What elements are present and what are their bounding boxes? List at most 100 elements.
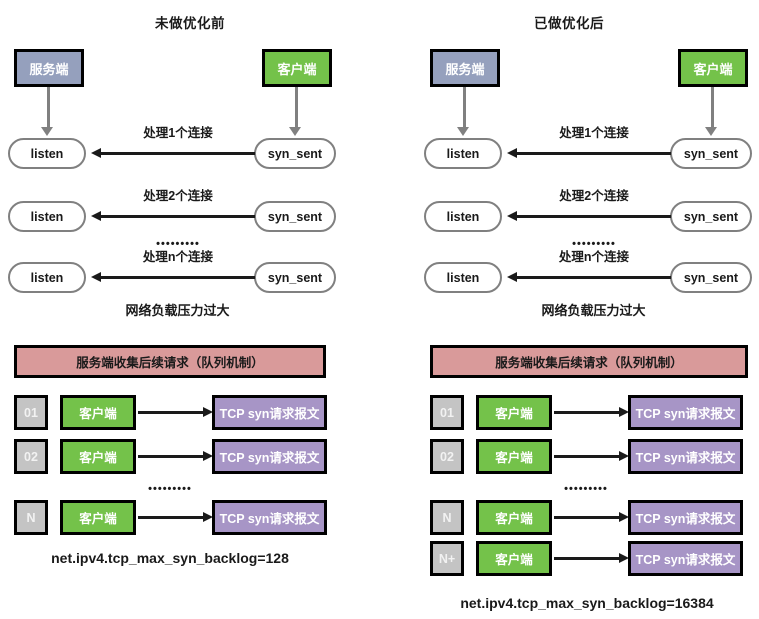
listen-pill-label: listen bbox=[446, 270, 480, 285]
queue-packet-label: TCP syn请求报文 bbox=[635, 451, 736, 465]
queue-packet-label: TCP syn请求报文 bbox=[219, 451, 320, 465]
flow-arrowhead-row2 bbox=[91, 210, 101, 221]
queue-line-row2 bbox=[554, 455, 620, 458]
queue-arrowhead-row3 bbox=[619, 511, 629, 522]
listen-pill-row3: listen bbox=[424, 262, 502, 293]
queue-client-row1: 客户端 bbox=[60, 395, 136, 430]
queue-ellipsis-before: ••••••••• bbox=[148, 483, 192, 495]
queue-ellipsis-after: ••••••••• bbox=[564, 483, 608, 495]
queue-packet-label: TCP syn请求报文 bbox=[635, 553, 736, 567]
queue-packet-row2: TCP syn请求报文 bbox=[212, 439, 327, 474]
queue-packet-row3: TCP syn请求报文 bbox=[628, 500, 743, 535]
listen-pill-row3: listen bbox=[8, 262, 86, 293]
flow-arrowhead-row1 bbox=[507, 147, 517, 158]
queue-line-row1 bbox=[138, 411, 204, 414]
synsent-pill-row1: syn_sent bbox=[254, 138, 336, 169]
synsent-pill-label: syn_sent bbox=[267, 270, 323, 285]
synsent-pill-row2: syn_sent bbox=[670, 201, 752, 232]
queue-arrowhead-row2 bbox=[203, 450, 213, 461]
queue-client-label: 客户端 bbox=[79, 407, 117, 421]
server-to-listen-arrowhead bbox=[457, 127, 469, 136]
queue-index-row4: N+ bbox=[430, 541, 464, 576]
queue-line-row3 bbox=[138, 516, 204, 519]
flow-label-row3: 处理n个连接 bbox=[558, 250, 630, 264]
flow-line-row2 bbox=[517, 215, 671, 218]
queue-packet-row4: TCP syn请求报文 bbox=[628, 541, 743, 576]
queue-index-label: 02 bbox=[24, 449, 38, 464]
client-to-synsent-line bbox=[295, 87, 298, 129]
server-to-listen-arrowhead bbox=[41, 127, 53, 136]
flow-arrowhead-row3 bbox=[507, 271, 517, 282]
flow-line-row1 bbox=[101, 152, 255, 155]
queue-client-row2: 客户端 bbox=[60, 439, 136, 474]
sysctl-value-after: net.ipv4.tcp_max_syn_backlog=16384 bbox=[460, 595, 714, 611]
queue-client-row2: 客户端 bbox=[476, 439, 552, 474]
flow-arrowhead-row3 bbox=[91, 271, 101, 282]
queue-banner-after: 服务端收集后续请求（队列机制） bbox=[430, 345, 748, 378]
flow-label-row1: 处理1个连接 bbox=[559, 126, 629, 140]
queue-packet-row1: TCP syn请求报文 bbox=[212, 395, 327, 430]
synsent-pill-label: syn_sent bbox=[683, 270, 739, 285]
client-box-label: 客户端 bbox=[693, 61, 733, 77]
queue-packet-row1: TCP syn请求报文 bbox=[628, 395, 743, 430]
server-box-after: 服务端 bbox=[430, 49, 500, 87]
queue-arrowhead-row3 bbox=[203, 511, 213, 522]
server-to-listen-line bbox=[47, 87, 50, 129]
synsent-pill-row3: syn_sent bbox=[670, 262, 752, 293]
flow-ellipsis-before: ••••••••• bbox=[156, 238, 200, 250]
listen-pill-label: listen bbox=[30, 270, 64, 285]
panel-title-after: 已做优化后 bbox=[534, 16, 604, 31]
queue-client-label: 客户端 bbox=[495, 451, 533, 465]
queue-index-label: N bbox=[26, 510, 36, 525]
queue-arrowhead-row2 bbox=[619, 450, 629, 461]
synsent-pill-label: syn_sent bbox=[683, 209, 739, 224]
server-box-label: 服务端 bbox=[29, 61, 69, 77]
synsent-pill-label: syn_sent bbox=[683, 146, 739, 161]
flow-line-row2 bbox=[101, 215, 255, 218]
queue-client-row3: 客户端 bbox=[60, 500, 136, 535]
queue-line-row4 bbox=[554, 557, 620, 560]
network-load-caption-after: 网络负载压力过大 bbox=[541, 303, 646, 318]
queue-client-label: 客户端 bbox=[495, 553, 533, 567]
queue-index-label: 01 bbox=[24, 405, 38, 420]
flow-label-row1: 处理1个连接 bbox=[143, 126, 213, 140]
queue-index-row2: 02 bbox=[430, 439, 464, 474]
listen-pill-row1: listen bbox=[8, 138, 86, 169]
queue-banner-label: 服务端收集后续请求（队列机制） bbox=[495, 356, 683, 370]
queue-packet-row3: TCP syn请求报文 bbox=[212, 500, 327, 535]
queue-index-row3: N bbox=[14, 500, 48, 535]
synsent-pill-label: syn_sent bbox=[267, 209, 323, 224]
listen-pill-label: listen bbox=[30, 146, 64, 161]
synsent-pill-row2: syn_sent bbox=[254, 201, 336, 232]
flow-label-row2: 处理2个连接 bbox=[559, 189, 629, 203]
queue-arrowhead-row4 bbox=[619, 552, 629, 563]
queue-arrowhead-row1 bbox=[203, 406, 213, 417]
sysctl-value-before: net.ipv4.tcp_max_syn_backlog=128 bbox=[51, 550, 289, 566]
flow-arrowhead-row1 bbox=[91, 147, 101, 158]
queue-client-label: 客户端 bbox=[79, 512, 117, 526]
server-box-before: 服务端 bbox=[14, 49, 84, 87]
queue-arrowhead-row1 bbox=[619, 406, 629, 417]
flow-arrowhead-row2 bbox=[507, 210, 517, 221]
queue-index-label: N bbox=[442, 510, 452, 525]
queue-client-row4: 客户端 bbox=[476, 541, 552, 576]
queue-client-label: 客户端 bbox=[79, 451, 117, 465]
queue-index-row3: N bbox=[430, 500, 464, 535]
flow-label-row3: 处理n个连接 bbox=[142, 250, 214, 264]
queue-line-row2 bbox=[138, 455, 204, 458]
queue-line-row3 bbox=[554, 516, 620, 519]
client-to-synsent-arrowhead bbox=[705, 127, 717, 136]
synsent-pill-row1: syn_sent bbox=[670, 138, 752, 169]
client-to-synsent-arrowhead bbox=[289, 127, 301, 136]
queue-packet-label: TCP syn请求报文 bbox=[219, 512, 320, 526]
queue-packet-label: TCP syn请求报文 bbox=[219, 407, 320, 421]
queue-client-label: 客户端 bbox=[495, 512, 533, 526]
queue-index-label: 02 bbox=[440, 449, 454, 464]
listen-pill-row2: listen bbox=[8, 201, 86, 232]
flow-ellipsis-after: ••••••••• bbox=[572, 238, 616, 250]
server-box-label: 服务端 bbox=[445, 61, 485, 77]
listen-pill-label: listen bbox=[446, 146, 480, 161]
queue-banner-before: 服务端收集后续请求（队列机制） bbox=[14, 345, 326, 378]
panel-title-before: 未做优化前 bbox=[155, 16, 225, 31]
queue-index-row1: 01 bbox=[430, 395, 464, 430]
